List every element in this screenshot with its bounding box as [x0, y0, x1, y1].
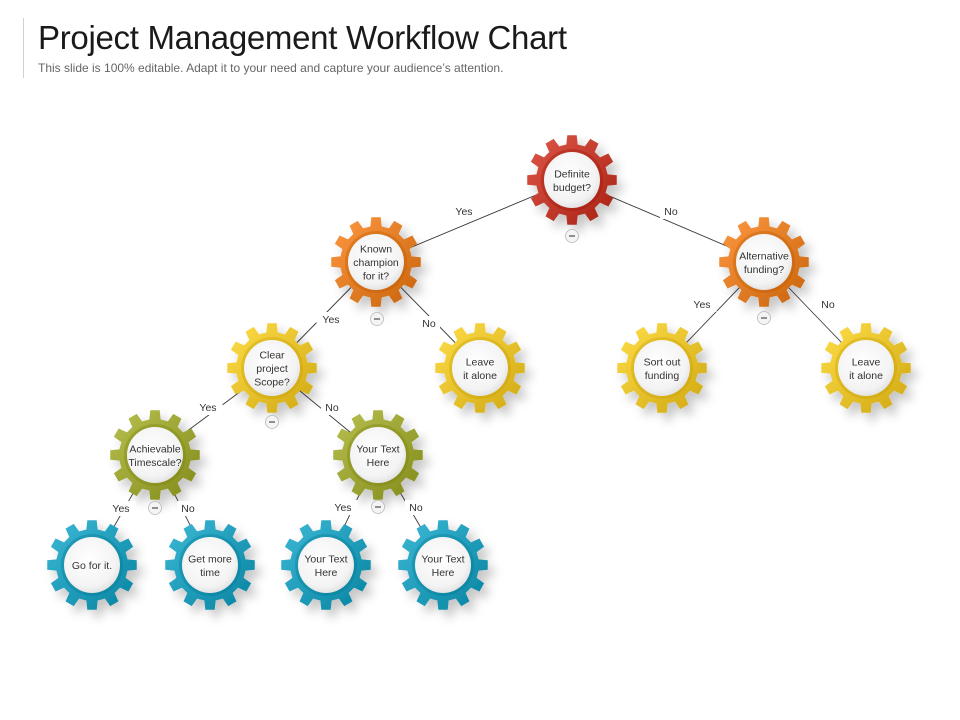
collapse-minus-icon[interactable] [265, 415, 279, 429]
node-label-line: Your Text [421, 553, 464, 565]
gear-center [244, 340, 300, 396]
edge-label-bg [449, 204, 479, 219]
edge-label-bg [193, 400, 223, 415]
edge-label-bg [321, 400, 343, 415]
node-label-line: Here [315, 567, 338, 579]
gear-node-n3[interactable] [719, 217, 809, 307]
edge-label-no: No [325, 402, 339, 414]
gear-node-n12[interactable] [281, 520, 371, 610]
node-label-line: it alone [463, 370, 497, 382]
gear-center [182, 537, 238, 593]
edge-label-bg [687, 297, 717, 312]
edge-label-bg [106, 501, 136, 516]
edge-label-no: No [422, 318, 436, 330]
gear-node-n13[interactable] [398, 520, 488, 610]
edge-label-yes: Yes [455, 206, 472, 218]
node-label-line: for it? [363, 271, 389, 283]
edge-label-bg [328, 500, 358, 515]
gear-node-n6[interactable] [617, 323, 707, 413]
node-label-line: champion [353, 257, 399, 269]
gear-node-n11[interactable] [165, 520, 255, 610]
gear-node-n5[interactable] [435, 323, 525, 413]
edge-label-no: No [409, 502, 423, 514]
edge-label-no: No [181, 503, 195, 515]
edge-label-bg [405, 500, 427, 515]
gear-center [544, 152, 600, 208]
collapse-minus-icon[interactable] [148, 501, 162, 515]
edge-label-bg [418, 316, 440, 331]
gear-node-n10[interactable] [47, 520, 137, 610]
node-label-line: funding [645, 370, 680, 382]
edge-label-yes: Yes [322, 314, 339, 326]
gear-node-n7[interactable] [821, 323, 911, 413]
node-label-line: budget? [553, 182, 591, 194]
edge-label-no: No [664, 206, 678, 218]
gear-center [298, 537, 354, 593]
page-title: Project Management Workflow Chart [38, 19, 567, 56]
gear-center [736, 234, 792, 290]
node-label-line: Your Text [304, 553, 347, 565]
gear-node-n1[interactable] [527, 135, 617, 225]
collapse-minus-icon[interactable] [370, 312, 384, 326]
node-label-line: funding? [744, 264, 784, 276]
node-label-line: Definite [554, 168, 590, 180]
title-block: Project Management Workflow Chart This s… [23, 18, 567, 78]
node-label-line: Timescale? [128, 457, 181, 469]
edge-label-bg [316, 312, 346, 327]
node-label-line: Your Text [356, 443, 399, 455]
node-label-line: Get more [188, 553, 232, 565]
collapse-minus-icon[interactable] [565, 229, 579, 243]
gear-center [348, 234, 404, 290]
edge-label-yes: Yes [693, 299, 710, 311]
edge-label-no: No [821, 299, 835, 311]
node-label-line: Here [367, 457, 390, 469]
node-label-line: Achievable [129, 443, 181, 455]
page-subtitle: This slide is 100% editable. Adapt it to… [38, 61, 504, 75]
gear-center [350, 427, 406, 483]
gear-center [127, 427, 183, 483]
node-label-line: Here [432, 567, 455, 579]
edge-label-bg [177, 501, 199, 516]
node-label-line: it alone [849, 370, 883, 382]
node-label-line: Leave [466, 356, 495, 368]
edge-label-yes: Yes [199, 402, 216, 414]
node-label-line: project [256, 363, 288, 375]
gear-center [634, 340, 690, 396]
node-label-line: Alternative [739, 250, 789, 262]
gear-node-n2[interactable] [331, 217, 421, 307]
gear-center [838, 340, 894, 396]
node-label-line: Go for it. [72, 560, 112, 572]
node-label-line: Clear [259, 350, 285, 362]
gear-node-n9[interactable] [333, 410, 423, 500]
edge-label-bg [817, 297, 839, 312]
edge-label-bg [660, 204, 682, 219]
gear-center [415, 537, 471, 593]
node-label-line: Known [360, 244, 392, 256]
gear-node-n4[interactable] [227, 323, 317, 413]
collapse-minus-icon[interactable] [757, 311, 771, 325]
gear-center [64, 537, 120, 593]
node-label-line: Scope? [254, 377, 290, 389]
collapse-minus-icon[interactable] [371, 500, 385, 514]
gear-center [452, 340, 508, 396]
edge-label-yes: Yes [112, 503, 129, 515]
node-label-line: Leave [852, 356, 881, 368]
gear-node-n8[interactable] [110, 410, 200, 500]
node-label-line: Sort out [644, 356, 681, 368]
edge-label-yes: Yes [334, 502, 351, 514]
node-label-line: time [200, 567, 220, 579]
